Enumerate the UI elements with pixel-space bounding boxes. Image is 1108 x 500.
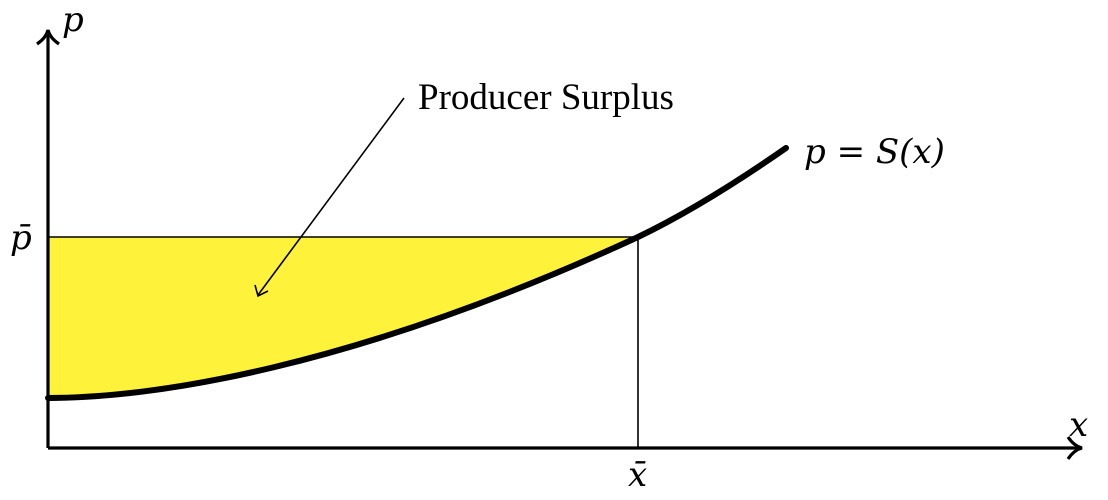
quantity-tick-label: x̄ xyxy=(628,455,647,495)
supply-curve-label: p = S(x) xyxy=(804,132,945,172)
producer-surplus-label: Producer Surplus xyxy=(418,77,674,118)
y-axis-label: p xyxy=(62,0,84,40)
supply-curve xyxy=(45,145,789,401)
annotation-arrowhead xyxy=(254,284,269,298)
x-axis-arrowhead xyxy=(1066,436,1083,460)
producer-surplus-region xyxy=(48,237,638,398)
price-tick-label: p̄ xyxy=(10,218,32,258)
x-axis-label: x xyxy=(1069,405,1088,445)
annotation-arrow-line xyxy=(257,97,405,296)
y-axis-arrowhead xyxy=(36,29,60,46)
